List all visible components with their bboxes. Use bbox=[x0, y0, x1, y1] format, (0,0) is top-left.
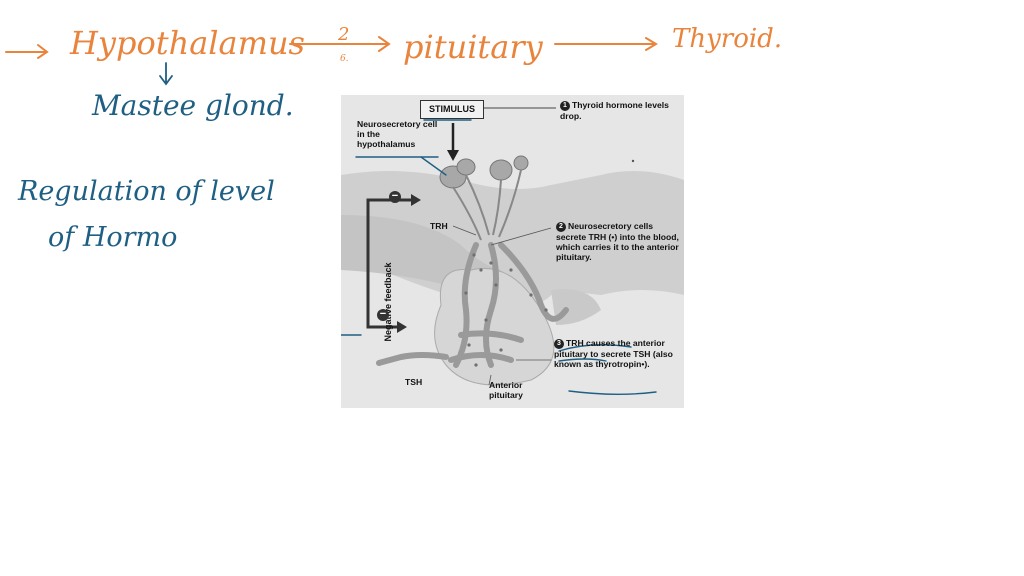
step2-text: Neurosecretory cells secrete TRH (•) int… bbox=[556, 221, 679, 262]
arrow-hypo-to-master bbox=[159, 62, 173, 86]
step1-number: 1 bbox=[560, 100, 570, 111]
note-pituitary: pituitary bbox=[403, 28, 543, 66]
note-master-gland: Mastee glond. bbox=[92, 89, 294, 122]
arrow-hypo-to-pit bbox=[289, 36, 391, 52]
lead-arrow bbox=[5, 44, 49, 59]
step3-text: TRH causes the anterior pituitary to sec… bbox=[554, 338, 673, 369]
note-regulation-line2: of Hormo bbox=[48, 222, 178, 253]
trh-label: TRH bbox=[430, 221, 448, 231]
negative-feedback-label: Negative feedback bbox=[383, 262, 393, 342]
figure-illustration bbox=[341, 107, 684, 395]
note-arrow-mark: 2 bbox=[338, 24, 350, 45]
note-regulation-line1: Regulation of level bbox=[18, 176, 275, 207]
inhibit-sign-bottom: − bbox=[377, 309, 389, 321]
step2-number: 2 bbox=[556, 221, 566, 232]
tsh-label: TSH bbox=[405, 377, 423, 387]
arrow-pit-to-thyroid bbox=[554, 37, 658, 51]
step1-text: Thyroid hormone levels drop. bbox=[560, 100, 669, 121]
inhibit-sign-top: − bbox=[389, 191, 401, 203]
handwritten-arrows bbox=[5, 36, 658, 86]
neurosecretory-label: Neurosecretory cell in the hypothalamus bbox=[357, 119, 438, 149]
note-thyroid: Thyroid. bbox=[672, 24, 783, 54]
anterior-pituitary-label: Anterior pituitary bbox=[489, 380, 523, 400]
step3-number: 3 bbox=[554, 338, 564, 349]
note-hypothalamus: Hypothalamus bbox=[70, 24, 305, 62]
stimulus-box: STIMULUS bbox=[420, 100, 484, 119]
note-arrow-sub: 6. bbox=[340, 54, 349, 64]
